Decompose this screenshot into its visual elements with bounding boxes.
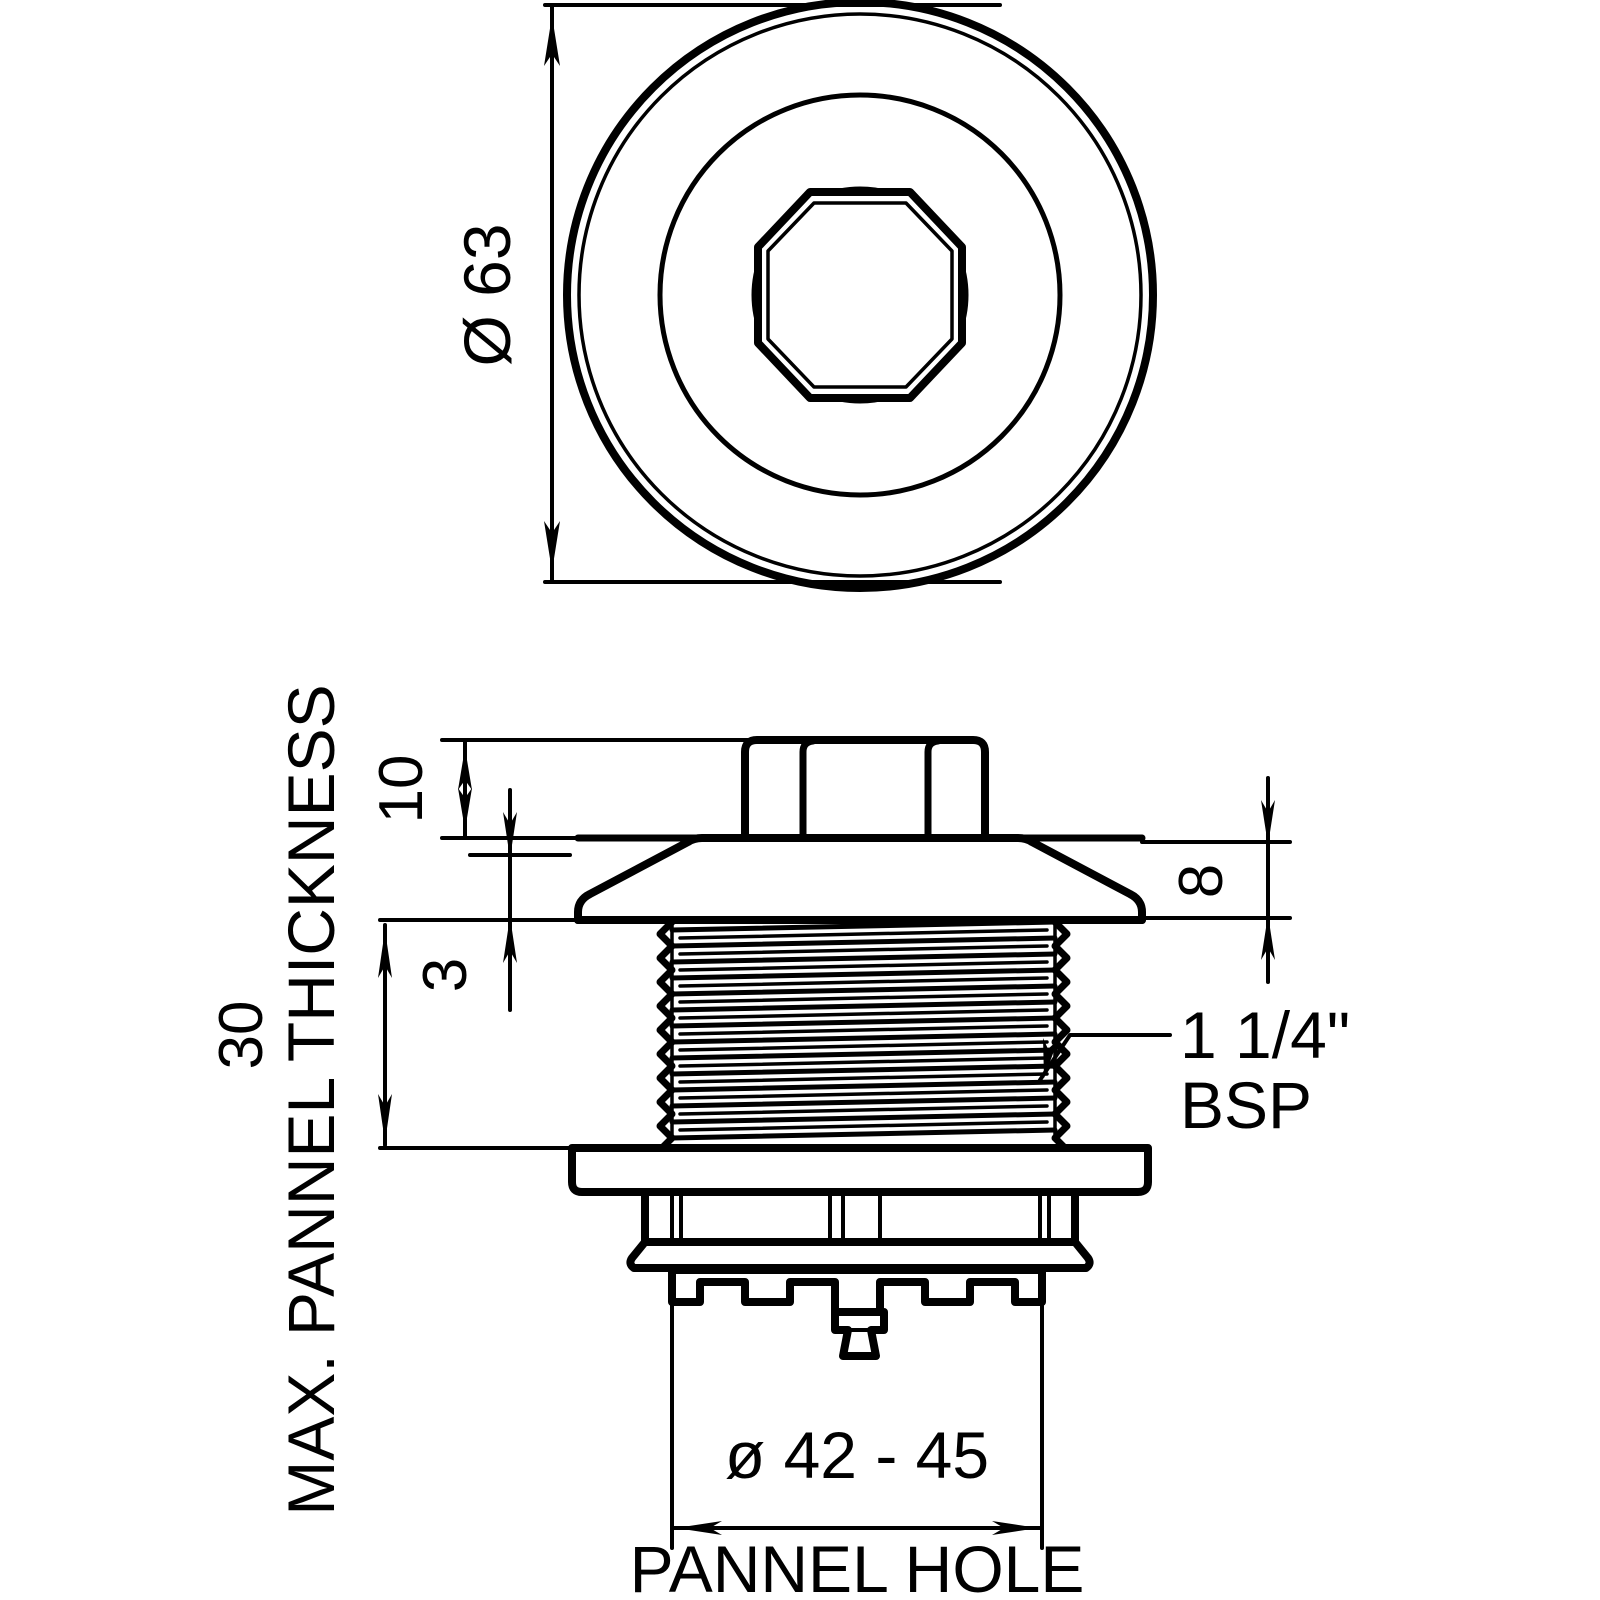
dim-text-max-pannel-thickness: 30 [207, 1001, 276, 1070]
side-view-threaded-body [656, 918, 1071, 1166]
dimhole-arrow-left [676, 1521, 722, 1535]
dimension-hex-head-height: 10 [367, 738, 762, 840]
top-view: Ø 63 [450, 0, 1157, 592]
side-view-hex-head [741, 736, 989, 842]
dim-text-hex-head-height: 10 [367, 755, 436, 824]
side-view-flange [574, 834, 1146, 924]
label-pannel-hole: PANNEL HOLE [630, 1532, 1085, 1600]
hex-head-edge-left [799, 737, 817, 842]
thread-root-lines [678, 928, 1049, 1132]
top-view-outer-circle-inner [577, 12, 1143, 578]
label-thread-spec-line2: BSP [1180, 1068, 1312, 1142]
dimension-pannel-hole: ø 42 - 45 PANNEL HOLE [630, 1270, 1085, 1600]
thread-spec-arrow [1043, 1038, 1058, 1078]
top-view-outer-circle [563, 0, 1157, 592]
dim30-arrow-down [378, 1094, 392, 1142]
label-thread-spec-line1: 1 1/4" [1180, 998, 1350, 1072]
dim-text-flange-lip: 3 [411, 958, 480, 992]
side-view: 10 8 3 [207, 684, 1350, 1600]
thread-crest-right [1051, 918, 1071, 1166]
dim10-arrow-up [458, 748, 472, 790]
hex-head-outline [741, 736, 989, 842]
dim10-arrow-down [458, 788, 472, 830]
thread-spec-leader [1038, 1033, 1172, 1082]
dim30-arrow-up [378, 930, 392, 978]
lock-nut-facets [670, 1192, 1051, 1242]
dim3-arrow-bottom [503, 917, 517, 963]
flange-profile [574, 834, 1146, 924]
dimension-max-pannel-thickness: 30 MAX. PANNEL THICKNESS [207, 684, 622, 1516]
lower-washer-plate [568, 1144, 1152, 1196]
dim8-arrow-top [1261, 800, 1275, 845]
dim-text-flange-height: 8 [1167, 864, 1236, 898]
dim-text-pannel-hole: ø 42 - 45 [725, 1418, 989, 1492]
side-view-lock-nut [568, 1144, 1152, 1360]
thread-lines [669, 919, 1058, 1141]
dimension-flange-height: 8 [1140, 776, 1292, 984]
dimension-outer-diameter: Ø 63 [450, 3, 1002, 584]
label-max-pannel-thickness: MAX. PANNEL THICKNESS [274, 684, 348, 1515]
top-view-middle-circle [657, 92, 1063, 498]
top-view-hexagon-inner [766, 201, 954, 389]
dim3-arrow-top [503, 812, 517, 858]
centre-spigot [831, 1308, 888, 1360]
dim8-arrow-bottom [1261, 915, 1275, 960]
dimhole-arrow-right [992, 1521, 1038, 1535]
lock-nut-body [641, 1188, 1079, 1246]
note-thread-spec: 1 1/4" BSP [1038, 998, 1350, 1142]
dim-arrow-down [544, 521, 560, 571]
retainer-castellations [668, 1268, 1046, 1316]
top-view-hexagon-outer [754, 188, 966, 402]
dim-arrow-up [544, 16, 560, 66]
dimension-flange-lip: 3 [378, 788, 622, 1012]
dim-text-outer-diameter: Ø 63 [450, 223, 524, 366]
hex-head-edge-right [924, 737, 942, 842]
